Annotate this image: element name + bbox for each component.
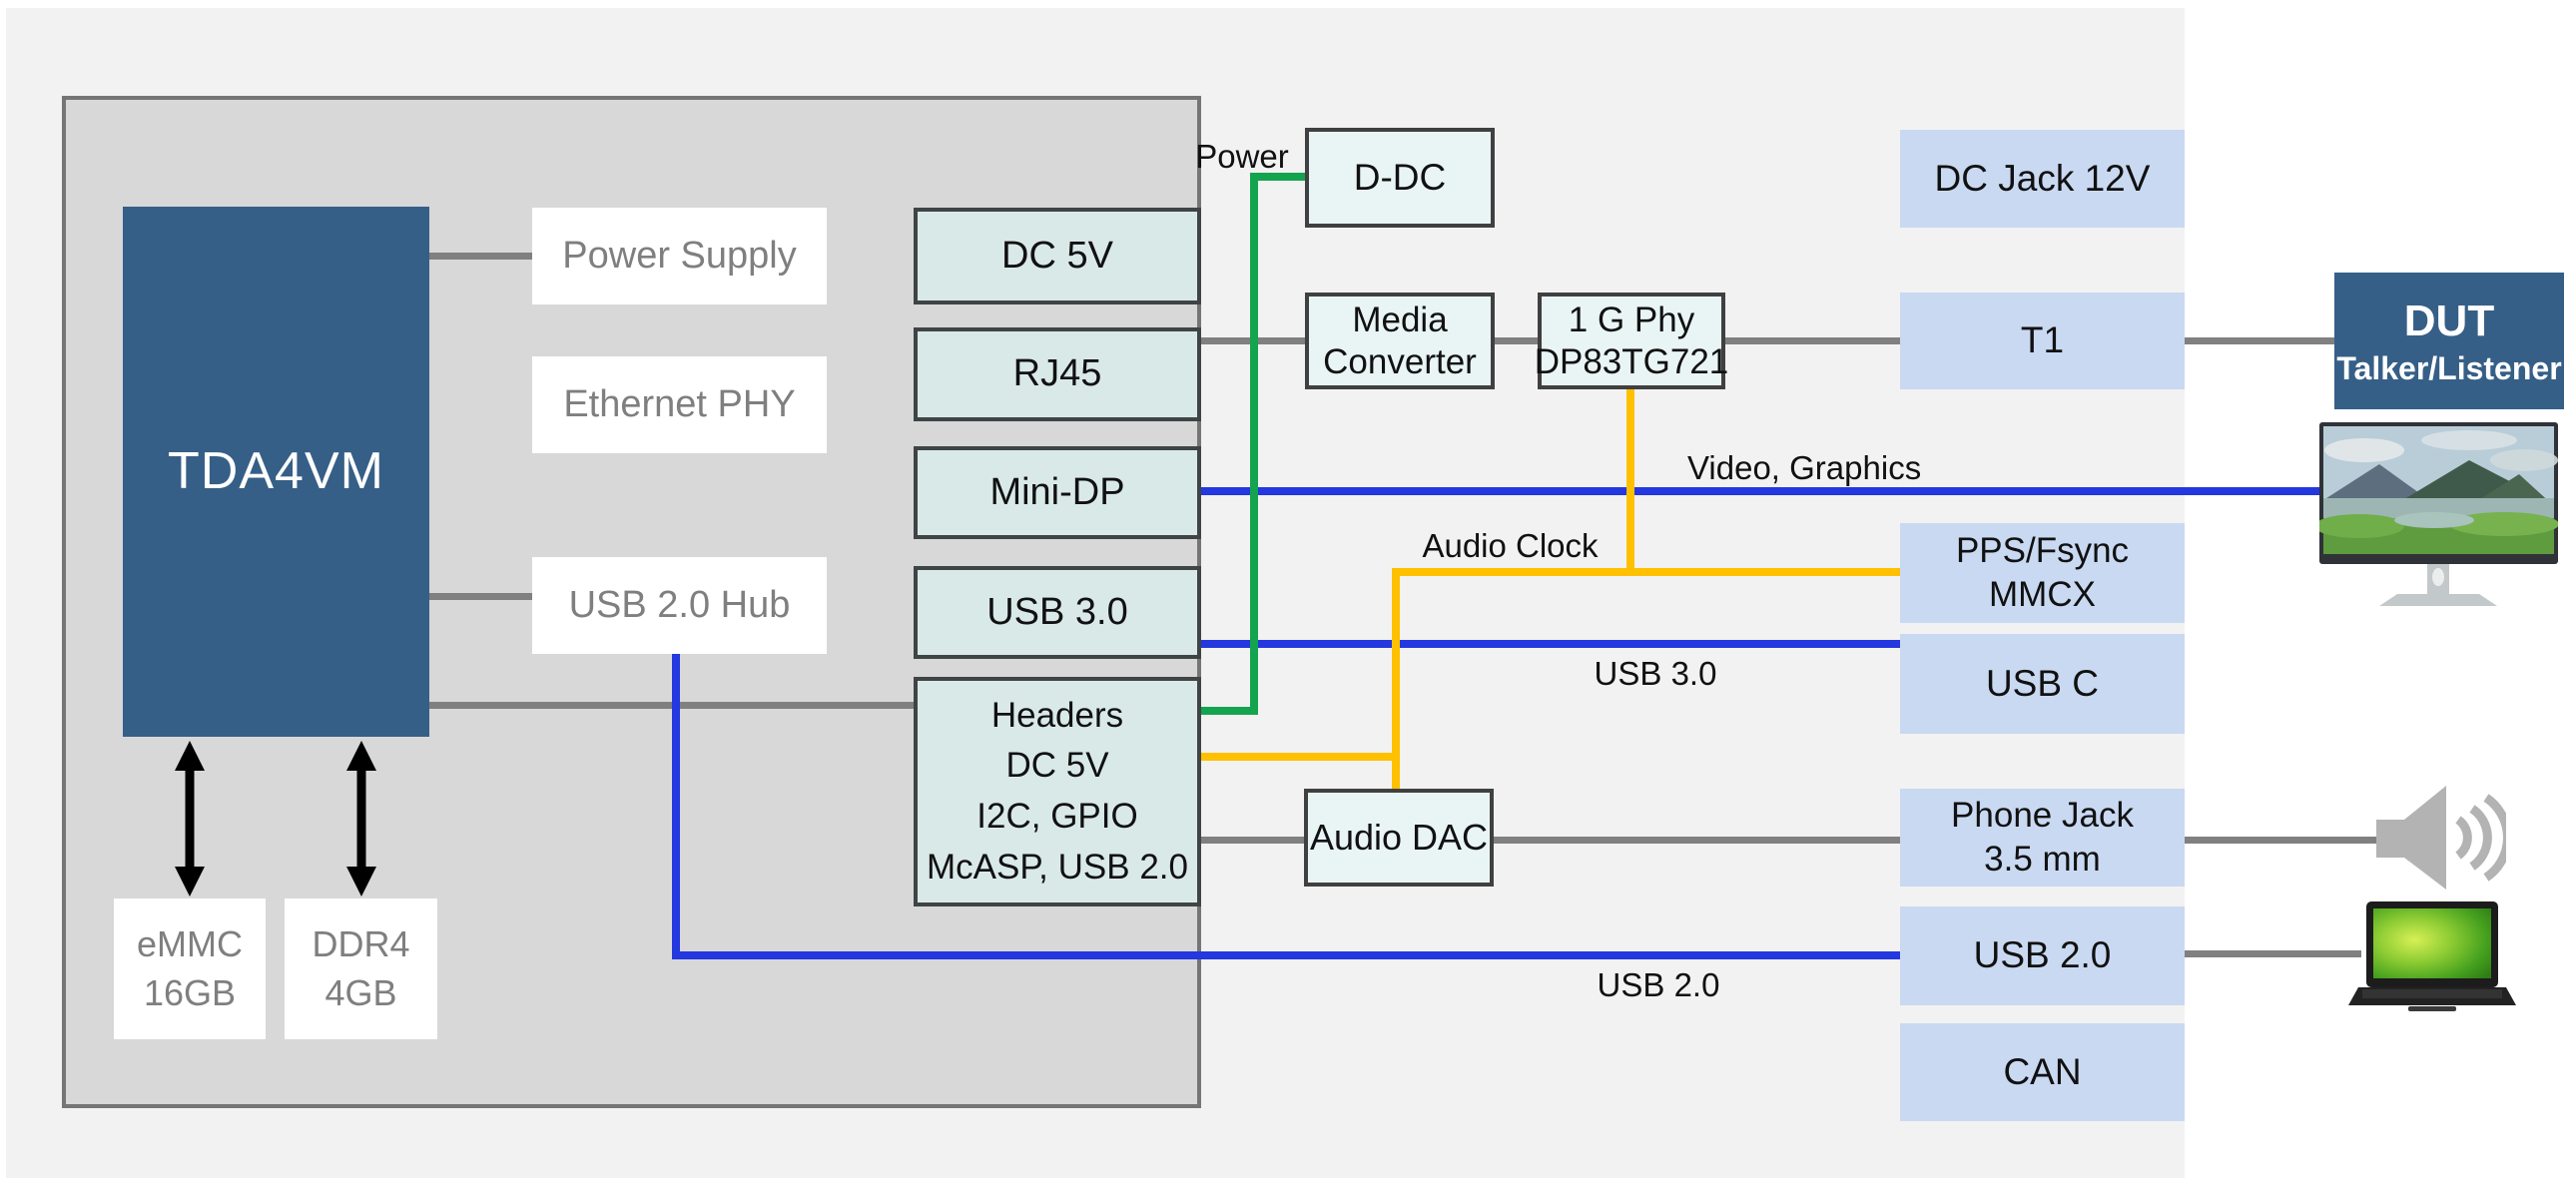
io-dc-jack-label: DC Jack 12V: [1934, 157, 2151, 199]
wire-label-audio-clock-text: Audio Clock: [1422, 527, 1599, 564]
memory-emmc-line2: 16GB: [143, 971, 237, 1013]
connector-dc5v: DC 5V: [914, 208, 1201, 304]
component-ddc: D-DC: [1305, 128, 1495, 228]
component-audio-dac: Audio DAC: [1304, 789, 1494, 887]
wire-audioclock-phy-drop: [1626, 389, 1634, 576]
monitor-image: [2319, 422, 2558, 607]
wire-label-usb2: USB 2.0: [1594, 966, 1723, 1004]
wire-label-usb3-text: USB 3.0: [1594, 655, 1717, 692]
wire-usb2-laptop: [2185, 950, 2361, 957]
io-t1-label: T1: [2020, 319, 2065, 361]
media-converter-line1: Media: [1352, 299, 1448, 339]
wire-audiodac-phonejack: [1493, 837, 1900, 844]
component-media-converter: Media Converter: [1305, 293, 1495, 389]
io-dc-jack-12v: DC Jack 12V: [1900, 130, 2185, 228]
wire-mediaconverter-phy: [1495, 337, 1538, 344]
connector-rj45-label: RJ45: [1012, 352, 1102, 395]
memory-emmc-line1: eMMC: [137, 922, 243, 964]
wire-label-power: Power: [1183, 138, 1301, 176]
connector-dc5v-label: DC 5V: [1001, 234, 1113, 277]
wire-soc-usbhub: [429, 593, 532, 600]
wire-label-power-text: Power: [1195, 138, 1289, 175]
memory-ddr4-line2: 4GB: [324, 971, 397, 1013]
io-phone-jack-line1: Phone Jack: [1951, 796, 2134, 836]
media-converter-line2: Converter: [1323, 341, 1477, 381]
arrow-soc-ddr4: [346, 741, 376, 896]
wire-soc-powersupply: [429, 253, 532, 260]
speaker-icon: [2374, 782, 2506, 894]
memory-ddr4: DDR4 4GB: [285, 898, 437, 1039]
headers-line3: I2C, GPIO: [976, 797, 1138, 836]
connector-usb3: USB 3.0: [914, 566, 1201, 659]
wire-power-ddc-stub: [1250, 173, 1305, 181]
wire-label-video-text: Video, Graphics: [1687, 449, 1922, 486]
soc-block-tda4vm: TDA4VM: [123, 207, 429, 737]
wire-label-audio-clock: Audio Clock: [1418, 527, 1603, 565]
module-power-supply-label: Power Supply: [562, 234, 797, 277]
wire-power-headers-stub: [1201, 707, 1258, 715]
connector-headers: Headers DC 5V I2C, GPIO McASP, USB 2.0: [914, 677, 1201, 906]
wire-phonejack-speaker: [2185, 837, 2384, 844]
wire-headers-audiodac: [1201, 837, 1304, 844]
wire-usbhub-down: [672, 654, 680, 959]
module-usb2-hub: USB 2.0 Hub: [532, 557, 827, 654]
wire-t1-dut: [2185, 337, 2334, 344]
dut-line2: Talker/Listener: [2336, 350, 2562, 386]
io-pps-line2: MMCX: [1989, 575, 2096, 614]
wire-label-video-graphics: Video, Graphics: [1687, 449, 1921, 487]
io-can: CAN: [1900, 1023, 2185, 1121]
laptop-icon: [2348, 901, 2516, 1015]
connector-usb3-label: USB 3.0: [986, 590, 1128, 633]
io-pps-fsync-mmcx: PPS/Fsync MMCX: [1900, 523, 2185, 623]
arrow-soc-emmc: [175, 741, 205, 896]
headers-line2: DC 5V: [1005, 746, 1109, 786]
io-usb-c: USB C: [1900, 634, 2185, 734]
io-usbc-label: USB C: [1985, 662, 2100, 704]
wire-video-minidp-monitor: [1201, 487, 2329, 495]
io-phone-jack-line2: 3.5 mm: [1984, 840, 2101, 879]
module-ethernet-phy-label: Ethernet PHY: [563, 382, 796, 425]
phy-line2: DP83TG721: [1534, 341, 1729, 381]
module-ethernet-phy: Ethernet PHY: [532, 356, 827, 453]
phy-line1: 1 G Phy: [1568, 299, 1695, 339]
wire-label-usb2-text: USB 2.0: [1597, 966, 1720, 1003]
headers-line4: McASP, USB 2.0: [927, 847, 1188, 887]
memory-ddr4-line1: DDR4: [312, 922, 410, 964]
connector-minidp: Mini-DP: [914, 446, 1201, 539]
wire-soc-headers: [429, 702, 914, 709]
wire-audioclock-vertical: [1392, 568, 1400, 789]
io-can-label: CAN: [2003, 1050, 2082, 1092]
wire-audioclock-headers-stub: [1201, 753, 1400, 761]
io-pps-line1: PPS/Fsync: [1955, 531, 2130, 571]
dut-line1: DUT: [2403, 297, 2495, 345]
wire-phy-t1: [1725, 337, 1900, 344]
component-ddc-label: D-DC: [1353, 156, 1447, 198]
wire-usbhub-usb2: [672, 951, 1900, 959]
soc-label: TDA4VM: [168, 442, 384, 500]
component-1g-phy: 1 G Phy DP83TG721: [1535, 293, 1728, 389]
audio-dac-label: Audio DAC: [1309, 817, 1489, 859]
io-usb2-label: USB 2.0: [1973, 934, 2112, 976]
headers-line1: Headers: [990, 695, 1124, 735]
wire-usb3-usbc: [1201, 640, 1900, 648]
dut-block: DUT Talker/Listener: [2334, 273, 2564, 409]
wire-label-usb3: USB 3.0: [1591, 655, 1720, 693]
connector-minidp-label: Mini-DP: [989, 470, 1125, 513]
wire-power-vertical: [1250, 173, 1258, 715]
module-power-supply: Power Supply: [532, 208, 827, 304]
memory-emmc: eMMC 16GB: [114, 898, 266, 1039]
io-phone-jack: Phone Jack 3.5 mm: [1900, 789, 2185, 887]
io-t1: T1: [1900, 293, 2185, 389]
connector-rj45: RJ45: [914, 327, 1201, 421]
wire-audioclock-horizontal: [1392, 568, 1900, 576]
io-usb2: USB 2.0: [1900, 906, 2185, 1005]
module-usb2-hub-label: USB 2.0 Hub: [568, 583, 791, 626]
